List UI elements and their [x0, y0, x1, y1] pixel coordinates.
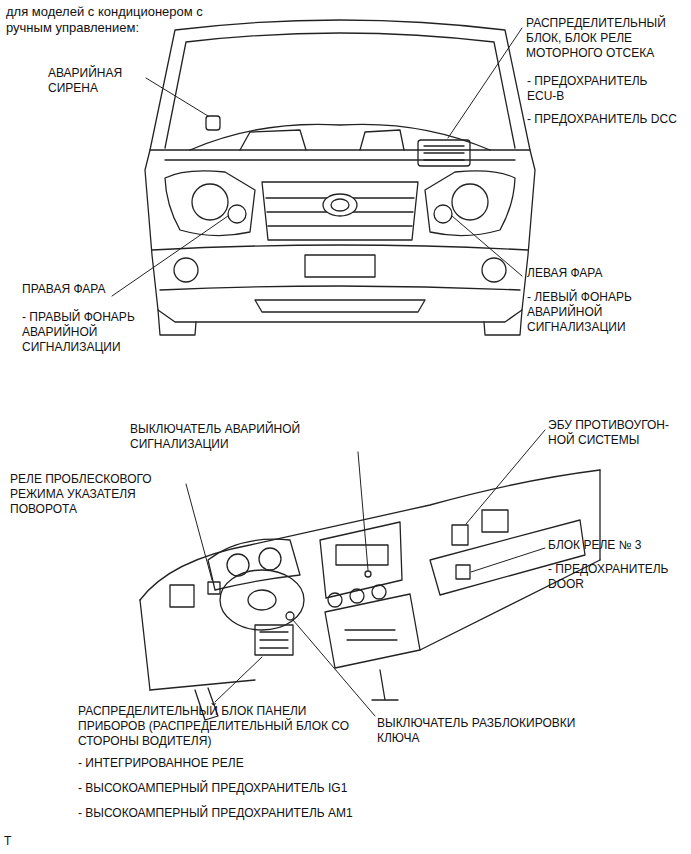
- left-headlamp: [425, 171, 515, 236]
- hazard-switch: [365, 571, 371, 577]
- steering-wheel: [220, 570, 304, 630]
- part-label: ПРАВАЯ ФАРА: [22, 282, 142, 297]
- vent: [170, 585, 194, 607]
- shifter: [372, 670, 398, 700]
- engine-part: [360, 130, 404, 150]
- headlamp-lens: [452, 184, 488, 220]
- part-label: - ПРЕДОХРАНИТЕЛЬ ECU-B: [527, 74, 677, 104]
- bumper-bottom: [160, 286, 520, 290]
- dashboard: [140, 470, 600, 720]
- part-label: - ИНТЕГРИРОВАННОЕ РЕЛЕ: [78, 756, 338, 771]
- emblem-inner: [331, 199, 349, 211]
- dash-bottom: [150, 560, 600, 690]
- hazard-lamp: [228, 205, 246, 223]
- bumper-top: [152, 245, 528, 250]
- part-label: ЭБУ ПРОТИВОУГОН- НОЙ СИСТЕМЫ: [548, 418, 673, 448]
- hazard-lamp: [434, 205, 452, 223]
- grille: [262, 182, 418, 240]
- headlamp-lens: [192, 184, 228, 220]
- part-label: T: [4, 834, 24, 849]
- hood: [150, 20, 530, 150]
- gauge: [259, 548, 281, 570]
- vehicle-front: [145, 20, 535, 335]
- emblem: [323, 194, 357, 216]
- right-headlamp: [165, 171, 255, 236]
- relay-block-lines: [424, 146, 464, 160]
- wheel: [158, 310, 196, 335]
- part-label: ЛЕВАЯ ФАРА: [527, 266, 647, 281]
- part-label: БЛОК РЕЛЕ № 3: [548, 538, 678, 553]
- part-label: - ПРАВЫЙ ФОНАРЬ АВАРИЙНОЙ СИГНАЛИЗАЦИИ: [22, 310, 167, 355]
- wheel: [484, 310, 522, 335]
- flasher-relay: [208, 582, 220, 594]
- part-label: ВЫКЛЮЧАТЕЛЬ РАЗБЛОКИРОВКИ КЛЮЧА: [377, 716, 577, 746]
- ac-knob: [328, 593, 342, 607]
- part-label: - ПРЕДОХРАНИТЕЛЬ DOOR: [548, 562, 688, 592]
- junction-lines: [260, 632, 288, 648]
- leader-lines: [112, 28, 545, 716]
- siren: [206, 116, 220, 130]
- ac-knob: [350, 589, 364, 603]
- body: [145, 150, 535, 322]
- hood-inner: [165, 33, 515, 148]
- part-label: РЕЛЕ ПРОБЛЕСКОВОГО РЕЖИМА УКАЗАТЕЛЯ ПОВО…: [10, 472, 190, 517]
- part-label: РАСПРЕДЕЛИТЕЛЬНЫЙ БЛОК, БЛОК РЕЛЕ МОТОРН…: [526, 16, 688, 61]
- engine-relay-block: [418, 140, 470, 166]
- part-label: - ПРЕДОХРАНИТЕЛЬ DCC: [527, 112, 677, 127]
- vent: [482, 510, 508, 532]
- ac-knob: [372, 585, 386, 599]
- dash-sides: [140, 470, 600, 690]
- lower-intake: [255, 300, 425, 312]
- title: для моделей с кондиционером с ручным упр…: [6, 4, 211, 36]
- instrument-cluster: [208, 539, 300, 590]
- dash-top: [140, 470, 600, 600]
- console-lines: [345, 630, 397, 640]
- immobiliser-ecu: [452, 525, 468, 545]
- part-label: - ЛЕВЫЙ ФОНАРЬ АВАРИЙНОЙ СИГНАЛИЗАЦИИ: [527, 290, 672, 335]
- fog-lamp: [482, 258, 506, 282]
- part-label: - ВЫСОКОАМПЕРНЫЙ ПРЕДОХРАНИТЕЛЬ AM1: [78, 806, 378, 821]
- console: [325, 594, 420, 668]
- radio: [336, 545, 388, 565]
- junction-block: [255, 625, 293, 655]
- plate: [305, 255, 375, 277]
- key-unlock-switch: [286, 612, 294, 620]
- part-label: РАСПРЕДЕЛИТЕЛЬНЫЙ БЛОК ПАНЕЛИ ПРИБОРОВ (…: [78, 704, 363, 749]
- engine-part: [240, 130, 306, 150]
- part-label: - ВЫСОКОАМПЕРНЫЙ ПРЕДОХРАНИТЕЛЬ IG1: [78, 781, 378, 796]
- part-label: ВЫКЛЮЧАТЕЛЬ АВАРИЙНОЙ СИГНАЛИЗАЦИИ: [130, 422, 350, 452]
- fog-lamp: [174, 258, 198, 282]
- relay-block-3: [456, 565, 470, 579]
- center-stack: [320, 522, 402, 598]
- steering-hub: [248, 590, 276, 610]
- part-label: АВАРИЙНАЯ СИРЕНА: [48, 66, 148, 96]
